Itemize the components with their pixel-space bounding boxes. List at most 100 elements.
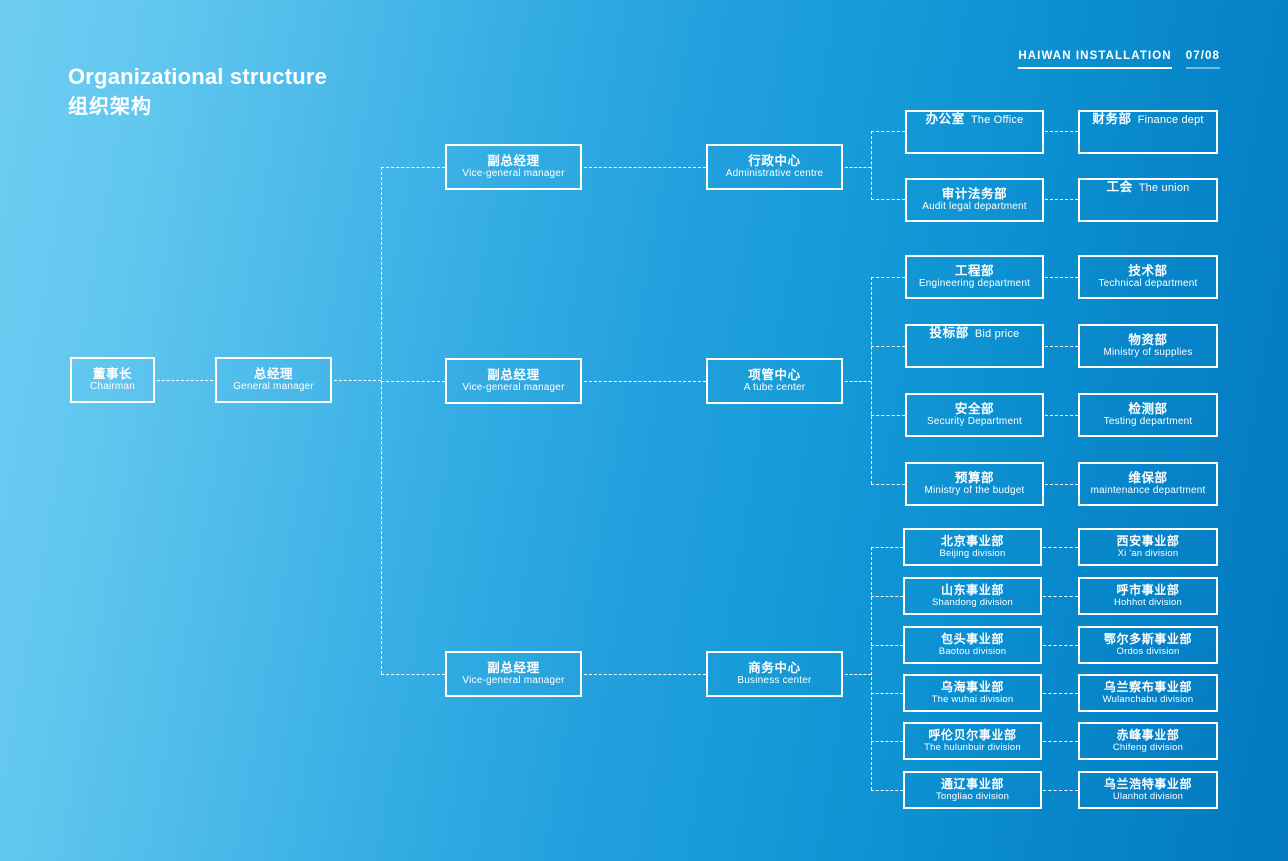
node-business-center[interactable]: 商务中心 Business center — [706, 651, 843, 697]
node-vice-general-manager-2[interactable]: 副总经理 Vice-general manager — [445, 358, 582, 404]
dept-budget-cn: 预算部 — [954, 470, 995, 485]
dept-testing[interactable]: 检测部 Testing department — [1078, 393, 1218, 437]
bus-tube — [871, 277, 872, 484]
dept-union-en: The union — [1138, 182, 1190, 194]
connector-bus-engineering — [871, 277, 905, 278]
division-beijing[interactable]: 北京事业部 Beijing division — [903, 528, 1042, 566]
node-tube-cn: 项管中心 — [748, 367, 801, 382]
dept-technical-en: Technical department — [1098, 278, 1198, 290]
division-hohhot-cn: 呼市事业部 — [1116, 583, 1180, 598]
division-chifeng[interactable]: 赤峰事业部 Chifeng division — [1078, 722, 1218, 760]
dept-engineering[interactable]: 工程部 Engineering department — [905, 255, 1044, 299]
division-xian-en: Xi 'an division — [1117, 548, 1179, 560]
dept-maintenance-cn: 维保部 — [1128, 470, 1168, 485]
division-ordos-cn: 鄂尔多斯事业部 — [1103, 632, 1193, 647]
node-chairman-en: Chairman — [90, 381, 135, 393]
dept-audit-legal[interactable]: 审计法务部 Audit legal department — [905, 178, 1044, 222]
page-title-cn: 组织架构 — [68, 96, 152, 118]
dept-maintenance-en: maintenance department — [1090, 485, 1206, 497]
node-vgm2-cn: 副总经理 — [487, 367, 540, 382]
node-business-cn: 商务中心 — [748, 660, 801, 675]
node-vice-general-manager-1[interactable]: 副总经理 Vice-general manager — [445, 144, 582, 190]
connector-trunk-vgm2 — [381, 381, 445, 382]
division-xian-cn: 西安事业部 — [1116, 534, 1180, 549]
node-vice-general-manager-3[interactable]: 副总经理 Vice-general manager — [445, 651, 582, 697]
dept-union-cn: 工会 — [1106, 180, 1133, 194]
connector-division-1-pair — [1043, 547, 1078, 548]
dept-supplies[interactable]: 物资部 Ministry of supplies — [1078, 324, 1218, 368]
node-business-en: Business center — [737, 675, 812, 687]
node-general-manager[interactable]: 总经理 General manager — [215, 357, 332, 403]
connector-business-bus — [845, 674, 871, 675]
division-hohhot[interactable]: 呼市事业部 Hohhot division — [1078, 577, 1218, 615]
connector-office-finance — [1045, 131, 1078, 132]
dept-bid-price[interactable]: 投标部 Bid price — [905, 324, 1044, 368]
connector-audit-union — [1045, 199, 1078, 200]
division-shandong[interactable]: 山东事业部 Shandong division — [903, 577, 1042, 615]
node-vgm1-en: Vice-general manager — [462, 168, 565, 180]
division-wuhai-cn: 乌海事业部 — [940, 680, 1004, 695]
connector-bus-division-2 — [871, 596, 903, 597]
connector-bus-division-5 — [871, 741, 903, 742]
dept-security-cn: 安全部 — [954, 401, 995, 416]
connector-division-2-pair — [1043, 596, 1078, 597]
division-wulanchabu-en: Wulanchabu division — [1102, 694, 1194, 706]
division-hulunbuir[interactable]: 呼伦贝尔事业部 The hulunbuir division — [903, 722, 1042, 760]
slide-footer-brand: HAIWAN INSTALLATION 07/08 — [1018, 50, 1220, 69]
connector-gm-trunk — [334, 380, 381, 381]
division-hohhot-en: Hohhot division — [1114, 597, 1182, 609]
page-title-en: Organizational structure — [68, 64, 328, 89]
connector-division-4-pair — [1043, 693, 1078, 694]
node-general-manager-en: General manager — [233, 381, 314, 393]
division-shandong-en: Shandong division — [931, 597, 1014, 609]
dept-bid-price-cn: 投标部 — [929, 326, 969, 340]
connector-vgm1-administrative — [584, 167, 706, 168]
division-chifeng-cn: 赤峰事业部 — [1116, 728, 1180, 743]
connector-vgm2-tube — [584, 381, 706, 382]
division-wulanchabu-cn: 乌兰察布事业部 — [1103, 680, 1193, 695]
division-wulanchabu[interactable]: 乌兰察布事业部 Wulanchabu division — [1078, 674, 1218, 712]
dept-finance-en: Finance dept — [1137, 114, 1204, 126]
division-baotou[interactable]: 包头事业部 Baotou division — [903, 626, 1042, 664]
connector-bus-division-3 — [871, 645, 903, 646]
node-administrative-centre[interactable]: 行政中心 Administrative centre — [706, 144, 843, 190]
division-tongliao-cn: 通辽事业部 — [940, 777, 1004, 792]
connector-division-5-pair — [1043, 741, 1078, 742]
connector-trunk-vgm1 — [381, 167, 445, 168]
dept-finance[interactable]: 财务部 Finance dept — [1078, 110, 1218, 154]
node-general-manager-cn: 总经理 — [253, 366, 294, 381]
division-baotou-en: Baotou division — [938, 646, 1007, 658]
page-number: 07/08 — [1185, 50, 1220, 69]
dept-security[interactable]: 安全部 Security Department — [905, 393, 1044, 437]
division-ordos[interactable]: 鄂尔多斯事业部 Ordos division — [1078, 626, 1218, 664]
dept-budget[interactable]: 预算部 Ministry of the budget — [905, 462, 1044, 506]
dept-budget-en: Ministry of the budget — [924, 485, 1025, 497]
dept-maintenance[interactable]: 维保部 maintenance department — [1078, 462, 1218, 506]
dept-finance-cn: 财务部 — [1092, 112, 1132, 126]
division-ulanhot[interactable]: 乌兰浩特事业部 Ulanhot division — [1078, 771, 1218, 809]
division-wuhai[interactable]: 乌海事业部 The wuhai division — [903, 674, 1042, 712]
division-shandong-cn: 山东事业部 — [940, 583, 1004, 598]
node-vgm1-cn: 副总经理 — [487, 153, 540, 168]
dept-office[interactable]: 办公室 The Office — [905, 110, 1044, 154]
connector-bus-division-6 — [871, 790, 903, 791]
connector-bus-division-4 — [871, 693, 903, 694]
dept-security-en: Security Department — [927, 416, 1022, 428]
dept-union[interactable]: 工会 The union — [1078, 178, 1218, 222]
connector-bus-division-1 — [871, 547, 903, 548]
connector-bus-bid — [871, 346, 905, 347]
connector-vgm3-business — [584, 674, 706, 675]
node-chairman[interactable]: 董事长 Chairman — [70, 357, 155, 403]
division-hulunbuir-en: The hulunbuir division — [924, 742, 1021, 754]
dept-technical[interactable]: 技术部 Technical department — [1078, 255, 1218, 299]
node-tube-center[interactable]: 项管中心 A tube center — [706, 358, 843, 404]
connector-chairman-gm — [157, 380, 213, 381]
brand-label: HAIWAN INSTALLATION — [1018, 50, 1172, 69]
dept-audit-legal-en: Audit legal department — [922, 201, 1027, 213]
connector-bus-budget — [871, 484, 905, 485]
node-vgm3-en: Vice-general manager — [462, 675, 565, 687]
dept-office-en: The Office — [970, 114, 1024, 126]
division-xian[interactable]: 西安事业部 Xi 'an division — [1078, 528, 1218, 566]
division-tongliao[interactable]: 通辽事业部 Tongliao division — [903, 771, 1042, 809]
